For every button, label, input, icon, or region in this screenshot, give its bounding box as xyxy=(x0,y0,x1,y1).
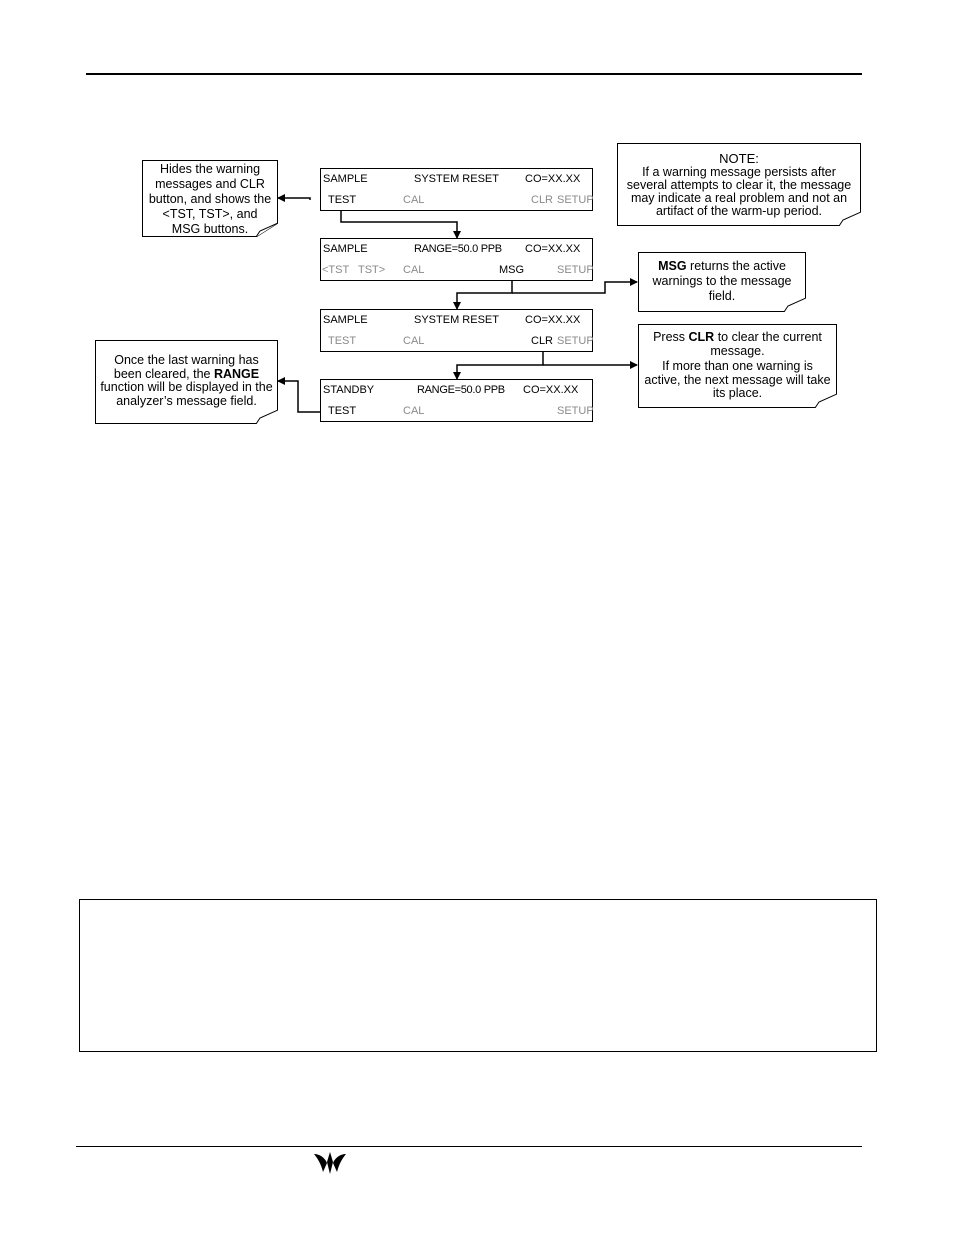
clr-button[interactable]: CLR xyxy=(531,194,554,206)
flow-connectors xyxy=(277,194,638,413)
cal-button[interactable]: CAL xyxy=(403,194,425,206)
note-body: If a warning message persists after seve… xyxy=(626,165,852,218)
mode-label: STANDBY xyxy=(323,384,375,396)
content-frame xyxy=(79,899,877,1052)
mode-label: SAMPLE xyxy=(323,314,368,326)
display-screen-2: SAMPLE RANGE=50.0 PPB CO=XX.XX <TST TST>… xyxy=(320,238,594,281)
setup-button[interactable]: SETUP xyxy=(557,194,594,206)
callout-text: Hides the warning messages and CLR butto… xyxy=(148,162,272,236)
callout-clr: Press CLR to clear the current message. … xyxy=(638,324,837,408)
concentration-field: CO=XX.XX xyxy=(525,173,581,185)
callout-msg: MSG returns the active warnings to the m… xyxy=(638,252,806,312)
display-screen-4: STANDBY RANGE=50.0 PPB CO=XX.XX TEST CAL… xyxy=(320,379,594,422)
callout-text: returns the active warnings to the messa… xyxy=(652,259,792,303)
message-field: RANGE=50.0 PPB xyxy=(417,384,505,396)
range-key-label: RANGE xyxy=(213,366,260,381)
callout-hides-warnings: Hides the warning messages and CLR butto… xyxy=(142,160,278,237)
page-fold-icon xyxy=(256,410,278,424)
callout-text: function will be displayed in the analyz… xyxy=(100,380,273,408)
page-fold-icon xyxy=(815,394,837,408)
setup-button[interactable]: SETUP xyxy=(557,335,594,347)
message-field: RANGE=50.0 PPB xyxy=(414,243,502,255)
page-fold-icon xyxy=(784,298,806,312)
company-logo-icon xyxy=(314,1152,346,1174)
tst-prev-button[interactable]: <TST xyxy=(322,264,350,276)
mode-label: SAMPLE xyxy=(323,243,368,255)
header-rule xyxy=(86,73,862,75)
cal-button[interactable]: CAL xyxy=(403,335,425,347)
test-button[interactable]: TEST xyxy=(328,405,357,417)
message-field: SYSTEM RESET xyxy=(414,314,499,326)
callout-last-warning: Once the last warning has been cleared, … xyxy=(95,340,278,424)
footer-rule xyxy=(76,1146,862,1147)
cal-button[interactable]: CAL xyxy=(403,264,425,276)
clr-button[interactable]: CLR xyxy=(531,335,554,347)
cal-button[interactable]: CAL xyxy=(403,405,425,417)
callout-text: to clear the current message. xyxy=(710,330,822,358)
callout-text: If more than one warning is active, the … xyxy=(644,359,831,400)
msg-button[interactable]: MSG xyxy=(499,264,525,276)
msg-key-label: MSG xyxy=(658,259,687,273)
callout-text: Press xyxy=(653,330,689,344)
setup-button[interactable]: SETUP xyxy=(557,405,594,417)
concentration-field: CO=XX.XX xyxy=(525,243,581,255)
message-field: SYSTEM RESET xyxy=(414,173,499,185)
mode-label: SAMPLE xyxy=(323,173,368,185)
callout-text: Once the last warning has been cleared, … xyxy=(113,353,259,381)
test-button[interactable]: TEST xyxy=(328,194,357,206)
callout-note: NOTE: If a warning message persists afte… xyxy=(617,143,861,226)
clr-key-label: CLR xyxy=(688,330,715,344)
setup-button[interactable]: SETUP xyxy=(557,264,594,276)
page-fold-icon xyxy=(256,223,278,237)
concentration-field: CO=XX.XX xyxy=(525,314,581,326)
test-button[interactable]: TEST xyxy=(328,335,357,347)
display-screen-1: SAMPLE SYSTEM RESET CO=XX.XX TEST CAL CL… xyxy=(320,168,594,211)
page-fold-icon xyxy=(839,212,861,226)
tst-next-button[interactable]: TST> xyxy=(358,264,386,276)
concentration-field: CO=XX.XX xyxy=(523,384,579,396)
note-title: NOTE: xyxy=(719,151,759,166)
display-screen-3: SAMPLE SYSTEM RESET CO=XX.XX TEST CAL CL… xyxy=(320,309,594,352)
